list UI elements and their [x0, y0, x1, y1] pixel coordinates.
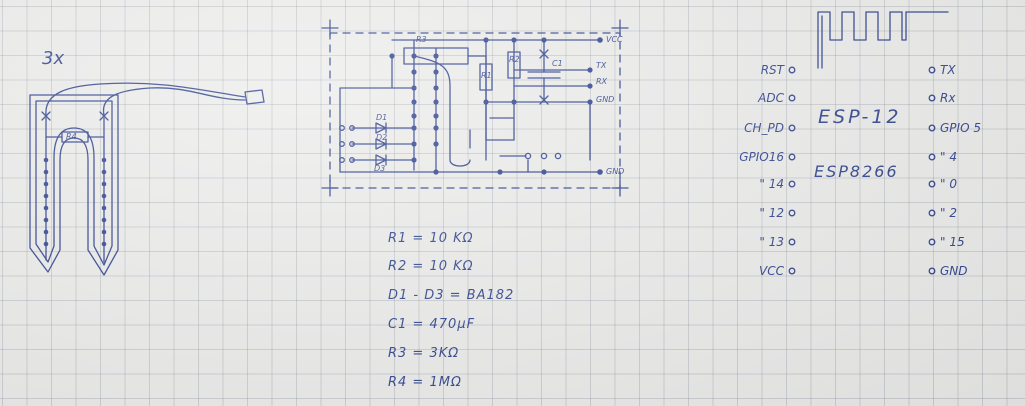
esp12-module-drawing — [788, 11, 949, 275]
pin-gpio5: GPIO 5 — [940, 121, 981, 135]
pin-vcc: VCC — [759, 264, 784, 278]
d1-label: D1 — [376, 113, 388, 122]
diode-section — [339, 122, 415, 166]
pin-ch-pd: CH_PD — [744, 121, 784, 135]
tx-terminal-label: TX — [596, 61, 607, 70]
schematic-drawing — [321, 19, 629, 197]
pin-gpio15: " 15 — [940, 235, 965, 249]
gnd-bottom-terminal-label: GND — [606, 167, 625, 176]
probe-count-label: 3x — [42, 48, 65, 69]
c1-label: C1 — [552, 59, 563, 68]
part-r3: R3 = 3KΩ — [388, 346, 460, 361]
gnd-terminal-label: GND — [596, 95, 615, 104]
pin-gpio14: " 14 — [759, 177, 784, 191]
probe-contact-dots — [43, 157, 107, 247]
module-subtitle: ESP8266 — [814, 162, 899, 181]
pin-adc: ADC — [758, 91, 784, 105]
pin-rx: Rx — [940, 91, 956, 105]
part-r2: R2 = 10 KΩ — [388, 259, 474, 274]
pin-gpio13: " 13 — [759, 235, 784, 249]
module-right-pin-dots — [928, 66, 936, 275]
pin-gpio16: GPIO16 — [739, 150, 784, 164]
part-r4: R4 = 1MΩ — [388, 375, 462, 390]
junction-dots — [389, 37, 603, 175]
r3-label: R3 — [416, 35, 427, 44]
module-left-pin-dots — [788, 66, 796, 275]
part-c1: C1 = 470µF — [388, 317, 476, 332]
pin-gnd: GND — [940, 264, 968, 278]
rx-terminal-label: RX — [596, 77, 608, 86]
r1-label: R1 — [481, 71, 492, 80]
pin-gpio12: " 12 — [759, 206, 784, 220]
r2-label: R2 — [509, 55, 520, 64]
pin-gpio2: " 2 — [940, 206, 957, 220]
pin-rst: RST — [760, 63, 784, 77]
probe-resistor-label: R4 — [66, 132, 77, 141]
part-r1: R1 = 10 KΩ — [388, 231, 474, 246]
soil-probe-drawing — [29, 82, 265, 276]
d3-label: D3 — [374, 164, 386, 173]
module-title: ESP-12 — [818, 106, 902, 128]
pin-gpio0: " 0 — [940, 177, 957, 191]
d2-label: D2 — [376, 133, 388, 142]
pin-tx: TX — [940, 63, 956, 77]
part-diodes: D1 - D3 = BA182 — [388, 288, 515, 303]
vcc-terminal-label: VCC — [606, 35, 623, 44]
pin-gpio4: " 4 — [940, 150, 957, 164]
